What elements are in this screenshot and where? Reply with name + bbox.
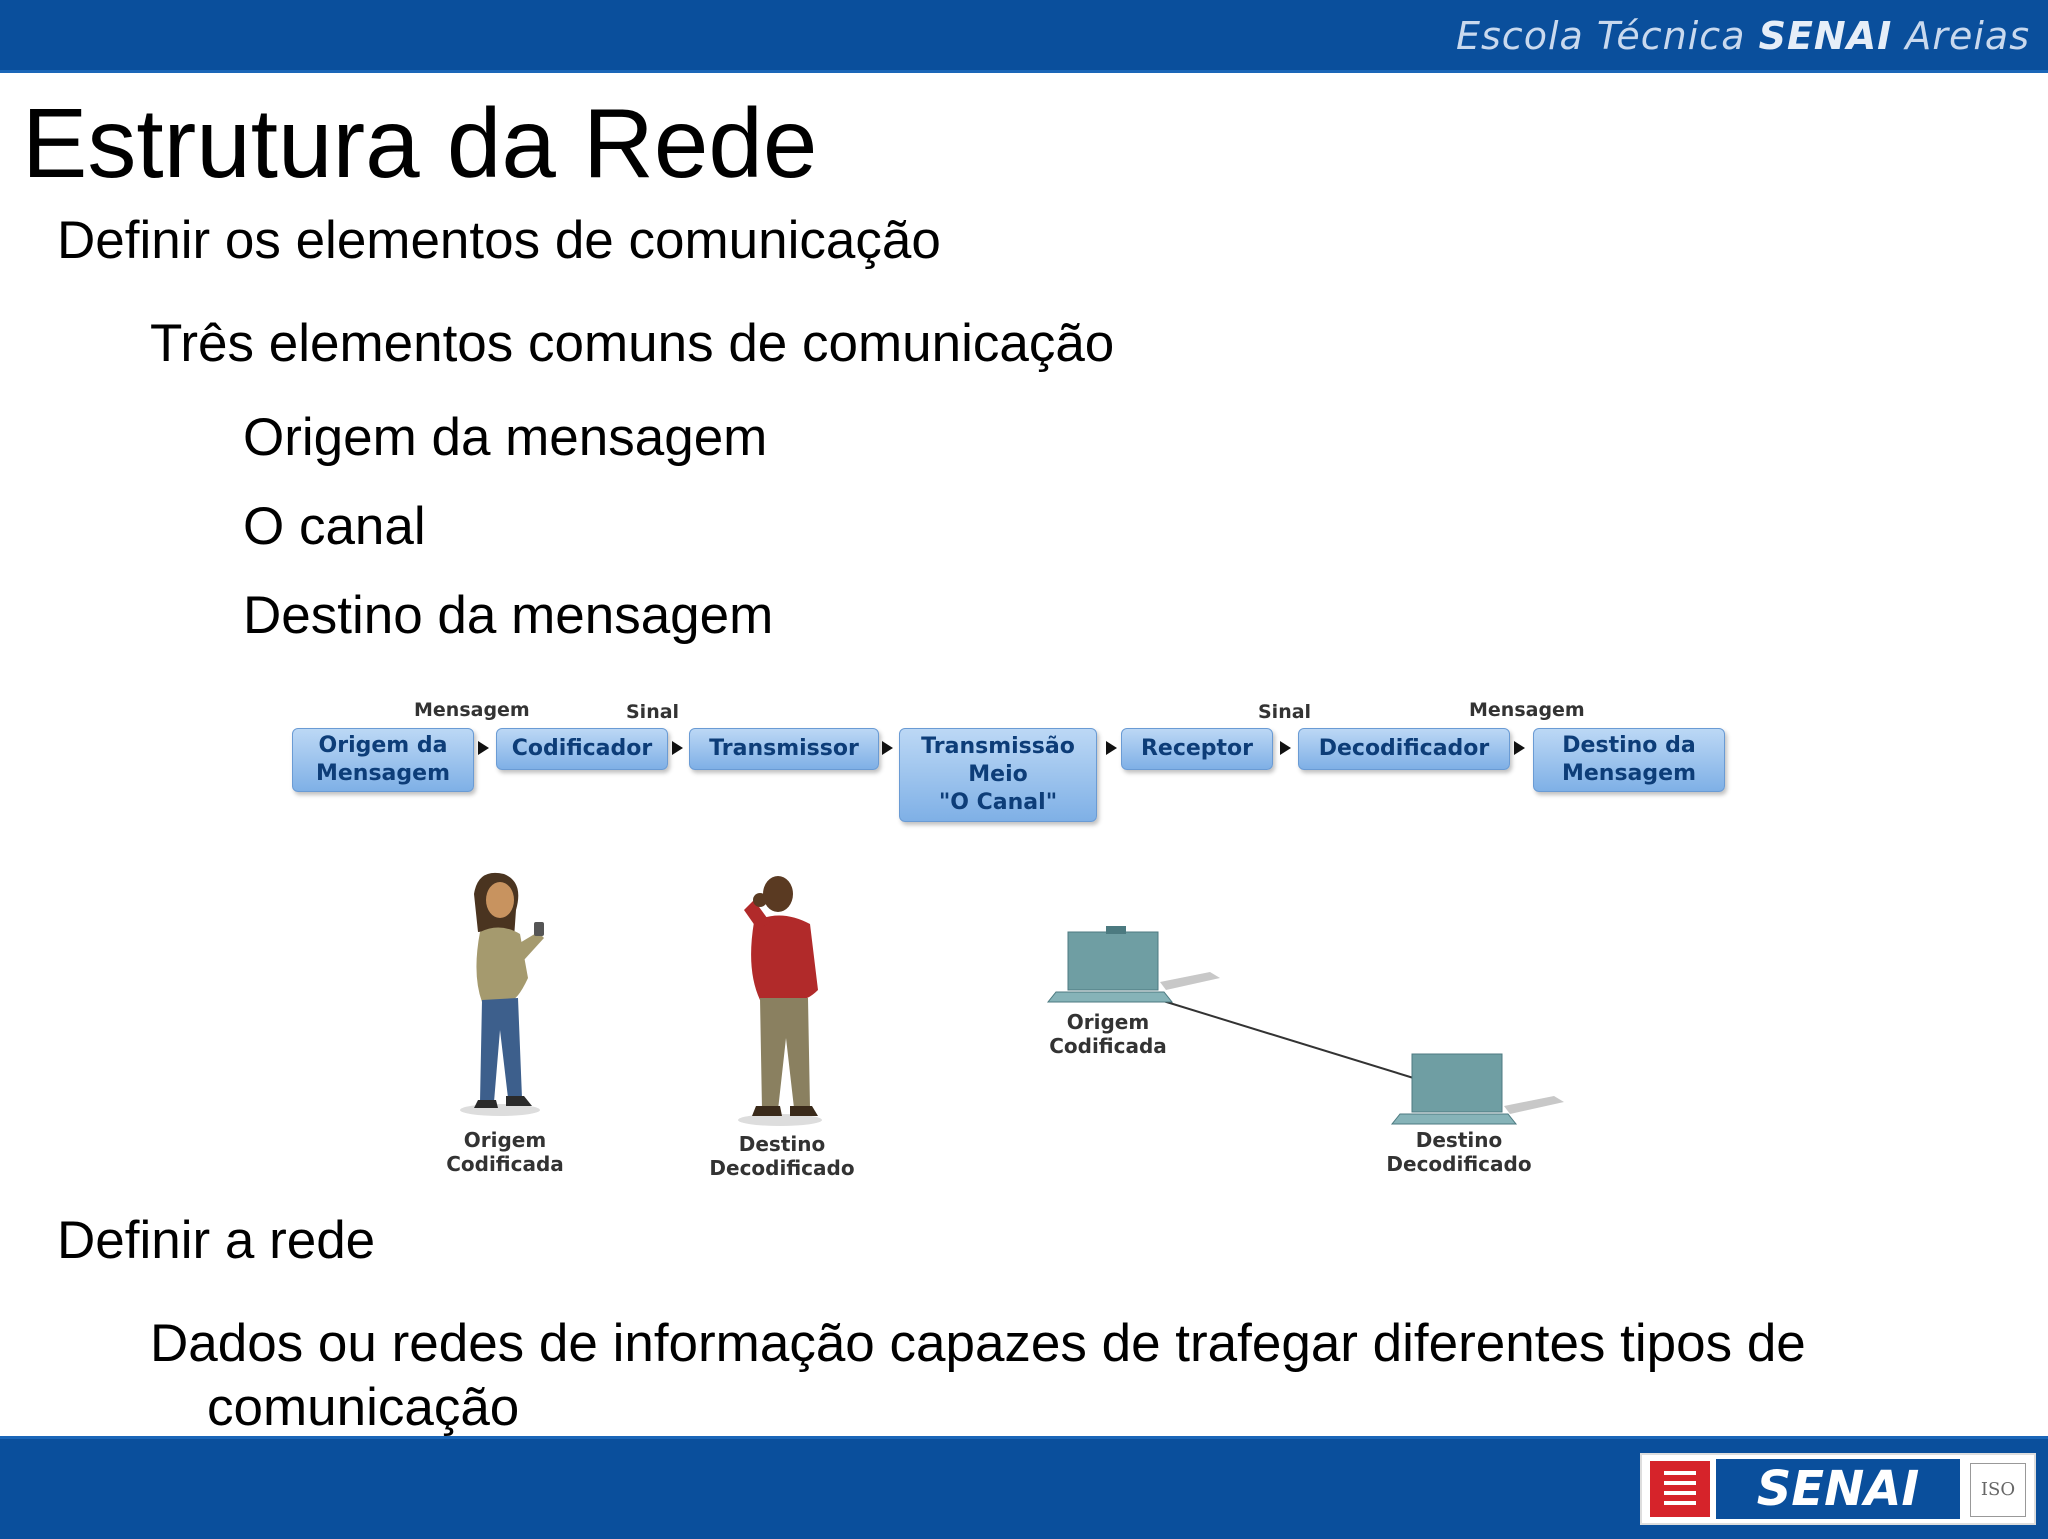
network-link-line bbox=[1160, 1000, 1420, 1080]
header-bar: Escola Técnica SENAI Areias bbox=[0, 0, 2048, 73]
box-decodificador: Decodificador bbox=[1298, 728, 1510, 770]
arrow-2 bbox=[672, 741, 683, 755]
box-origem-mensagem: Origem da Mensagem bbox=[292, 728, 474, 792]
arrow-1 bbox=[478, 741, 489, 755]
bullet-data-networks-line1: Dados ou redes de informação capazes de … bbox=[150, 1313, 1806, 1374]
caption-pc-origin: Origem Codificada bbox=[1030, 1010, 1186, 1058]
label-mensagem-right: Mensagem bbox=[1469, 699, 1585, 721]
arrow-5 bbox=[1280, 741, 1291, 755]
box-transmissor: Transmissor bbox=[689, 728, 879, 770]
computer-destination-icon bbox=[1392, 1054, 1564, 1124]
label-sinal-left: Sinal bbox=[626, 701, 679, 723]
bullet-data-networks-line2: comunicação bbox=[207, 1377, 519, 1438]
caption-woman: Origem Codificada bbox=[420, 1128, 590, 1176]
bullet-message-destination: Destino da mensagem bbox=[243, 585, 773, 646]
senai-emblem-icon bbox=[1650, 1461, 1710, 1517]
bullet-message-source: Origem da mensagem bbox=[243, 407, 767, 468]
iso-badge: ISO bbox=[1970, 1463, 2026, 1517]
school-name: Escola Técnica SENAI Areias bbox=[1456, 14, 2030, 58]
bullet-three-elements: Três elementos comuns de comunicação bbox=[150, 313, 1114, 374]
caption-man: Destino Decodificado bbox=[684, 1132, 880, 1180]
senai-logo: SENAI ISO bbox=[1640, 1453, 2036, 1525]
senai-logo-text: SENAI bbox=[1716, 1459, 1960, 1519]
woman-speaker-illustration bbox=[420, 870, 580, 1120]
bullet-channel: O canal bbox=[243, 496, 426, 557]
man-listener-illustration bbox=[700, 870, 860, 1130]
bullet-define-network: Definir a rede bbox=[57, 1210, 375, 1271]
arrow-3 bbox=[882, 741, 893, 755]
school-prefix: Escola Técnica bbox=[1456, 14, 1745, 58]
school-suffix: Areias bbox=[1905, 14, 2030, 58]
label-mensagem-left: Mensagem bbox=[414, 699, 530, 721]
slide-title: Estrutura da Rede bbox=[22, 88, 817, 198]
caption-pc-destination: Destino Decodificado bbox=[1362, 1128, 1556, 1176]
box-canal: Transmissão Meio "O Canal" bbox=[899, 728, 1097, 822]
computer-origin-icon bbox=[1048, 926, 1220, 1002]
label-sinal-right: Sinal bbox=[1258, 701, 1311, 723]
bullet-define-elements: Definir os elementos de comunicação bbox=[57, 210, 941, 271]
box-destino-mensagem: Destino da Mensagem bbox=[1533, 728, 1725, 792]
arrow-6 bbox=[1514, 741, 1525, 755]
box-receptor: Receptor bbox=[1121, 728, 1273, 770]
box-codificador: Codificador bbox=[496, 728, 668, 770]
arrow-4 bbox=[1106, 741, 1117, 755]
school-brand: SENAI bbox=[1759, 14, 1893, 58]
